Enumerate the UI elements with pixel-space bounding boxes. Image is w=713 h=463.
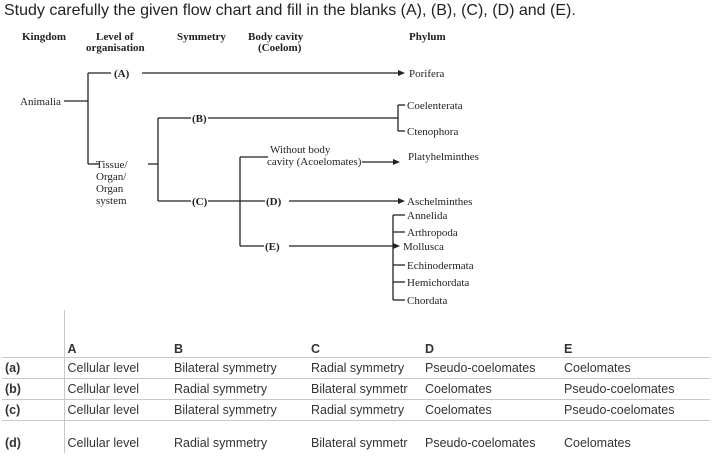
option-cell: Pseudo-coelomates (422, 357, 561, 379)
option-cell: Cellular level (63, 378, 171, 400)
option-row-a[interactable]: (a) Cellular level Bilateral symmetry Ra… (2, 357, 710, 379)
option-cell: Radial symmetry (308, 357, 422, 379)
phylum-annelida: Annelida (407, 210, 447, 222)
phylum-ctenophora: Ctenophora (407, 126, 458, 138)
option-cell: Bilateral symmetry (171, 357, 308, 379)
question-text: Study carefully the given flow chart and… (4, 2, 576, 19)
column-header-d: D (425, 342, 435, 356)
option-label: (c) (2, 399, 64, 421)
option-cell: Pseudo-coelomates (425, 436, 536, 450)
tissue-label-4: system (96, 195, 127, 207)
header-symmetry: Symmetry (177, 31, 226, 43)
option-cell: Cellular level (63, 433, 171, 453)
column-header-b: B (174, 342, 184, 356)
option-cell: Bilateral symmetr (311, 436, 408, 450)
phylum-coelenterata: Coelenterata (407, 100, 463, 112)
option-row-c[interactable]: (c) Cellular level Bilateral symmetry Ra… (2, 399, 710, 421)
kingdom-animalia: Animalia (20, 96, 61, 108)
blank-c: (C) (192, 196, 208, 208)
blank-a: (A) (114, 68, 130, 80)
acoelomate-label-1: Without body (270, 144, 331, 156)
option-label: (d) (5, 436, 21, 450)
tissue-label-3: Organ (96, 183, 124, 195)
header-phylum: Phylum (409, 31, 446, 43)
table-column-headers: A B C D E (2, 341, 710, 358)
header-level-line2: organisation (86, 42, 145, 54)
option-cell: Coelomates (564, 436, 631, 450)
option-row-d[interactable]: (d) Cellular level Radial symmetry Bilat… (2, 433, 710, 453)
phylum-arthropoda: Arthropoda (407, 227, 458, 239)
tissue-label-1: Tissue/ (96, 159, 128, 171)
options-table: A B C D E (a) Cellular level Bilateral s… (2, 310, 710, 453)
header-cavity-line1: Body cavity (248, 31, 304, 43)
phylum-aschelminthes: Aschelminthes (407, 196, 472, 208)
acoelomate-label-2: cavity (Acoelomates) (267, 156, 362, 168)
option-label: (b) (2, 378, 64, 400)
table-top-spacer (2, 310, 710, 341)
option-cell: Radial symmetry (308, 399, 422, 421)
option-row-b[interactable]: (b) Cellular level Radial symmetry Bilat… (2, 378, 710, 400)
option-cell: Cellular level (63, 357, 171, 379)
table-spacer-row (2, 420, 710, 433)
column-header-c: C (311, 342, 321, 356)
classification-flow-chart: Kingdom Level of organisation Symmetry B… (20, 31, 479, 307)
option-cell: Radial symmetry (171, 378, 308, 400)
tissue-label-2: Organ/ (96, 171, 127, 183)
header-level-line1: Level of (96, 31, 134, 43)
blank-d: (D) (266, 196, 282, 208)
blank-e: (E) (265, 241, 280, 253)
header-cavity-line2: (Coelom) (258, 42, 302, 54)
option-cell: Coelomates (422, 378, 561, 400)
phylum-mollusca: Mollusca (403, 241, 444, 253)
option-cell: Pseudo-coelomates (561, 399, 710, 421)
header-kingdom: Kingdom (22, 31, 66, 43)
phylum-chordata: Chordata (407, 295, 447, 307)
phylum-hemichordata: Hemichordata (407, 277, 469, 289)
phylum-platyhelminthes: Platyhelminthes (408, 151, 479, 163)
option-cell: Coelomates (561, 357, 710, 379)
column-header-a: A (63, 341, 171, 358)
column-header-e: E (564, 342, 573, 356)
option-cell: Coelomates (422, 399, 561, 421)
option-cell: Pseudo-coelomates (561, 378, 710, 400)
arrowheads (393, 70, 405, 249)
option-cell: Radial symmetry (174, 436, 268, 450)
option-cell: Bilateral symmetr (308, 378, 422, 400)
phylum-echinodermata: Echinodermata (407, 260, 474, 272)
flow-chart-lines (64, 72, 405, 301)
option-label: (a) (2, 357, 64, 379)
option-cell: Cellular level (63, 399, 171, 421)
phylum-porifera: Porifera (409, 68, 445, 80)
blank-b: (B) (192, 113, 207, 125)
option-cell: Bilateral symmetry (171, 399, 308, 421)
